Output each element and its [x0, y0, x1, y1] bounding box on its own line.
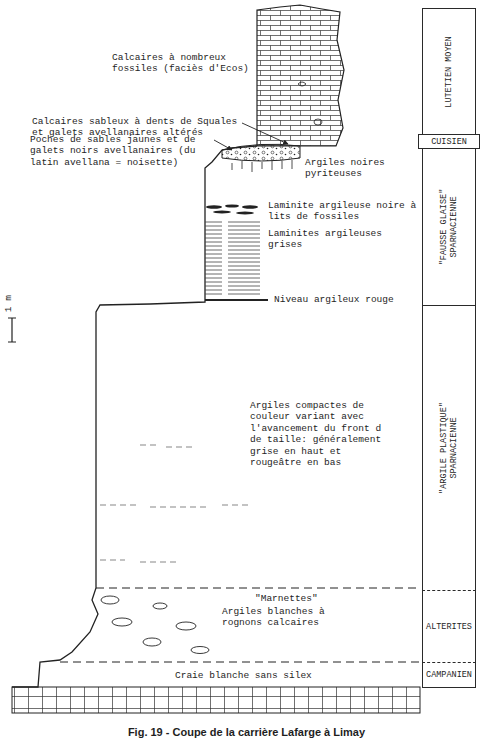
- fossil-lens: [236, 212, 254, 215]
- leader-line: [242, 123, 288, 144]
- fossil-lens: [225, 204, 239, 207]
- stage-name: "ARGILE PLASTIQUE" SPARNACIENNE: [439, 388, 459, 508]
- fossil-lens: [206, 205, 222, 209]
- alteration-boundary: [96, 588, 420, 589]
- stage-band: "FAUSSE GLAISE" SPARNACIENNE: [422, 148, 476, 306]
- chalk-beds: [12, 687, 420, 713]
- nodules: [101, 596, 209, 654]
- limestone-nodule: [176, 622, 196, 630]
- layer-description: Argiles compactes de couleur variant ave…: [250, 400, 390, 468]
- layer-description: "Marnettes": [255, 593, 375, 604]
- fossil-bed: [206, 204, 258, 214]
- stage-band: ALTERITES: [422, 590, 476, 663]
- stage-name: "FAUSSE GLAISE" SPARNACIENNE: [439, 177, 459, 277]
- figure-caption: Fig. 19 - Coupe de la carrière Lafarge à…: [128, 726, 365, 738]
- chalk-boundary: [60, 662, 420, 663]
- cuisien-lens: [222, 144, 300, 161]
- grey-laminites: [205, 220, 260, 296]
- fossil: [298, 82, 306, 86]
- stage-name: ALTERITES: [426, 621, 472, 631]
- stage-band: CUISIEN: [418, 134, 480, 149]
- layer-description: Laminite argileuse noire à lits de fossi…: [268, 200, 418, 223]
- stage-name: CUISIEN: [431, 136, 467, 146]
- pyritic-clay-mark: [232, 160, 292, 172]
- stage-band: LUTETIEN MOYEN: [422, 8, 476, 135]
- scale-bar: [8, 318, 16, 342]
- leader-line: [214, 140, 232, 150]
- bedding-trace: [100, 445, 252, 562]
- layer-description: Argiles noires pyriteuses: [305, 157, 405, 180]
- limestone-block: [257, 5, 344, 146]
- fossil: [314, 119, 322, 125]
- limestone-nodule: [143, 638, 161, 646]
- layer-description: Craie blanche sans silex: [175, 670, 335, 681]
- stage-name: LUTETIEN MOYEN: [444, 17, 454, 127]
- limestone-nodule: [101, 596, 119, 604]
- fossil-lens: [242, 205, 258, 209]
- layer-description: Niveau argileux rouge: [274, 294, 414, 305]
- layer-description: Calcaires à nombreux fossiles (faciès d'…: [112, 52, 254, 75]
- layer-description: Laminites argileuses grises: [268, 228, 418, 251]
- layer-description: Poches de sables jaunes et de galets noi…: [30, 134, 212, 168]
- fossil-lens: [213, 211, 231, 214]
- stage-band: CAMPANIEN: [422, 662, 476, 688]
- layer-description: Argiles blanches à rognons calcaires: [222, 606, 342, 629]
- stage-name: CAMPANIEN: [426, 670, 472, 680]
- stage-band: "ARGILE PLASTIQUE" SPARNACIENNE: [422, 305, 476, 591]
- limestone-nodule: [153, 603, 167, 609]
- scale-label: 1 m: [3, 289, 14, 319]
- red-clay-level: [205, 299, 268, 301]
- limestone-nodule: [112, 618, 132, 626]
- limestone-nodule: [191, 647, 209, 654]
